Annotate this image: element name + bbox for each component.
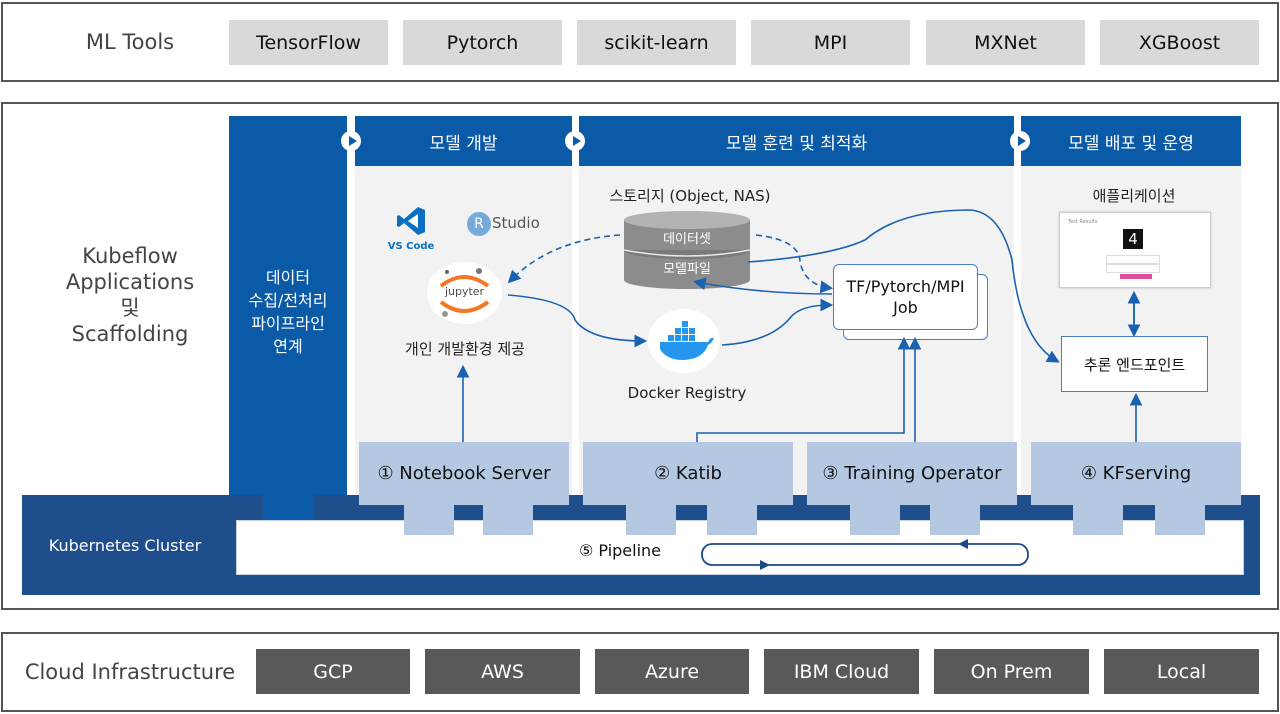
data-pipeline-label: 데이터 수집/전처리 파이프라인 연계 xyxy=(229,262,347,362)
ml-tool-mxnet: MXNet xyxy=(926,20,1085,65)
job-line: Job xyxy=(893,298,918,317)
rstudio-label: Studio xyxy=(492,214,540,232)
kubeflow-label: Kubeflow Applications 및 Scaffolding xyxy=(40,240,220,350)
ml-tool-tensorflow: TensorFlow xyxy=(229,20,388,65)
rstudio-icon: R xyxy=(467,212,491,236)
kubeflow-label-line: Scaffolding xyxy=(71,322,189,346)
inference-endpoint-box xyxy=(1061,336,1208,392)
notebook-server-box: ① Notebook Server xyxy=(359,442,569,505)
app-mock-field xyxy=(1106,255,1160,264)
training-operator-box: ③ Training Operator xyxy=(807,442,1017,505)
cloud-infra-label: Cloud Infrastructure xyxy=(24,660,236,684)
jupyter-label: jupyter xyxy=(444,285,485,298)
ml-tool-pytorch: Pytorch xyxy=(403,20,562,65)
app-mock-digit: 4 xyxy=(1123,229,1143,249)
model-file-label: 모델파일 xyxy=(663,261,711,277)
deploy-column-header: 모델 배포 및 운영 xyxy=(1021,116,1241,166)
cloud-local: Local xyxy=(1104,649,1259,694)
dataset-label: 데이터셋 xyxy=(663,231,711,247)
vscode-label: VS Code xyxy=(387,241,435,252)
docker-whale-icon xyxy=(660,321,714,360)
chevron-right-icon xyxy=(1010,131,1030,151)
job-line: TF/Pytorch/MPI xyxy=(846,277,965,296)
ml-tools-label: ML Tools xyxy=(85,30,175,54)
cloud-ibm: IBM Cloud xyxy=(764,649,919,694)
storage-title: 스토리지 (Object, NAS) xyxy=(609,186,771,205)
data-pipeline-line: 수집/전처리 xyxy=(248,291,328,310)
cloud-aws: AWS xyxy=(425,649,580,694)
ml-tool-scikit-learn: scikit-learn xyxy=(577,20,736,65)
app-mock-window: Test Results 4 xyxy=(1059,212,1211,288)
kfserving-box: ④ KFserving xyxy=(1031,442,1241,505)
jupyter-arcs-icon xyxy=(439,268,490,317)
kubeflow-label-line: Kubeflow xyxy=(82,244,178,268)
jupyter-icon xyxy=(427,262,502,324)
app-mock-field xyxy=(1106,264,1160,273)
job-box: TF/Pytorch/MPI Job xyxy=(833,264,978,330)
personal-env-label: 개인 개발환경 제공 xyxy=(405,339,525,358)
pipeline-label: ⑤ Pipeline xyxy=(578,540,662,560)
deploy-column-bg xyxy=(1021,116,1241,502)
chevron-right-icon xyxy=(341,131,361,151)
inference-endpoint-label: 추론 엔드포인트 xyxy=(1083,355,1186,374)
application-label: 애플리케이션 xyxy=(1092,186,1176,205)
kubeflow-label-line: Applications xyxy=(65,270,195,294)
chevron-right-icon xyxy=(565,131,585,151)
katib-box: ② Katib xyxy=(583,442,793,505)
data-pipeline-line: 파이프라인 xyxy=(251,314,325,333)
ml-tool-mpi: MPI xyxy=(751,20,910,65)
data-pipeline-column xyxy=(229,116,347,504)
kubernetes-cluster-label: Kubernetes Cluster xyxy=(48,535,202,555)
data-pipeline-line: 데이터 xyxy=(265,268,311,287)
app-mock-title: Test Results xyxy=(1068,219,1098,225)
cloud-azure: Azure xyxy=(595,649,749,694)
app-mock-button xyxy=(1120,274,1152,279)
training-column-header: 모델 훈련 및 최적화 xyxy=(579,116,1014,166)
docker-registry-label: Docker Registry xyxy=(627,384,747,402)
cloud-on-prem: On Prem xyxy=(934,649,1089,694)
ml-tool-xgboost: XGBoost xyxy=(1100,20,1259,65)
dev-column-header: 모델 개발 xyxy=(355,116,572,166)
storage-cylinder-icon xyxy=(623,211,751,289)
vscode-icon xyxy=(395,205,427,237)
cloud-gcp: GCP xyxy=(256,649,410,694)
data-pipeline-line: 연계 xyxy=(273,337,303,356)
kubeflow-label-line: 및 xyxy=(120,296,140,320)
